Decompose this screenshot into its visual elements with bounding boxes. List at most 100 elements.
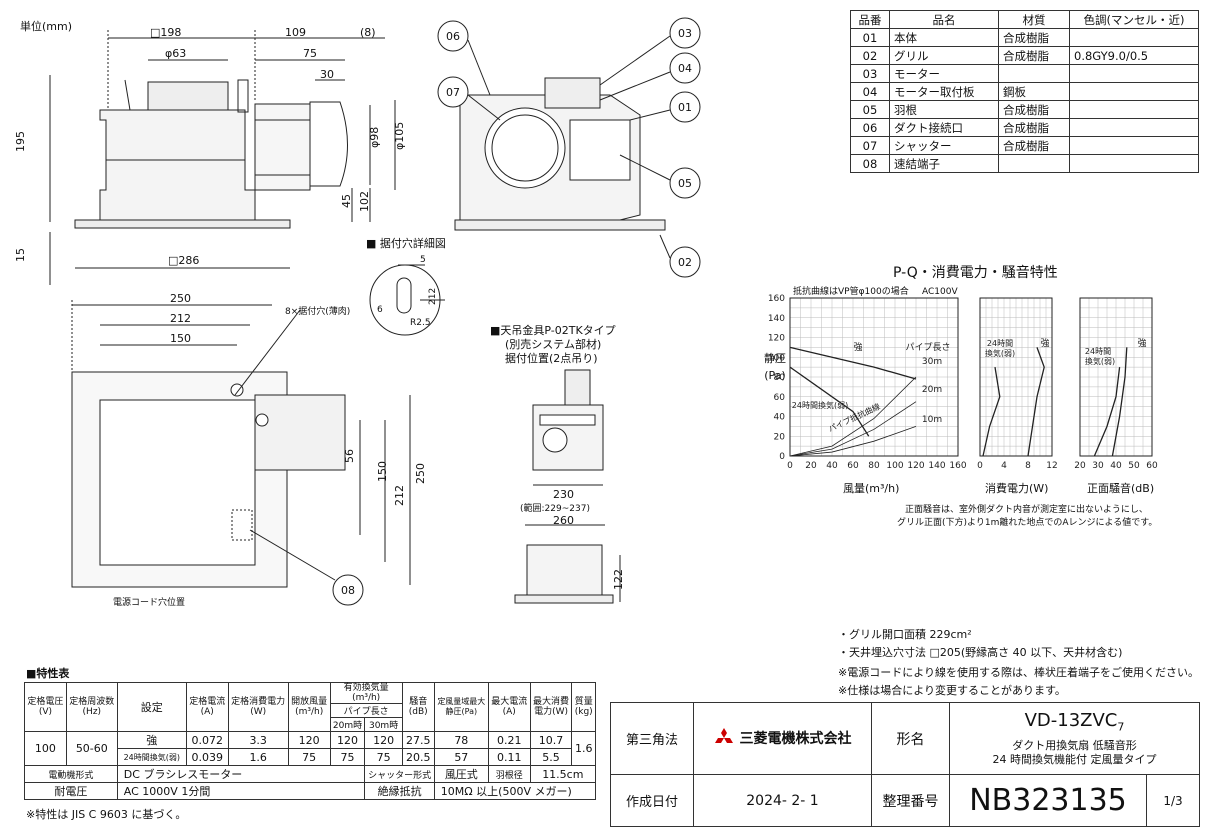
hanger-260: 260 bbox=[553, 514, 574, 527]
spec-r2-mp: 5.5 bbox=[529, 748, 573, 766]
chart-footnote-2: グリル正面(下方)より1m離れた地点でのAレンジによる値です。 bbox=[897, 518, 1158, 528]
resistance-curve bbox=[789, 376, 917, 457]
dim-286: □286 bbox=[168, 254, 200, 267]
hanger-sub: (別売システム部材) bbox=[505, 338, 602, 351]
spec-motor-label: 電動機形式 bbox=[24, 765, 118, 783]
x-tick-label: 120 bbox=[907, 461, 924, 471]
spec-h-rf-u: (Hz) bbox=[82, 707, 102, 717]
pipe-30m-label: 30m bbox=[922, 357, 942, 367]
pipe-10m-label: 10m bbox=[922, 415, 942, 425]
part-material: 合成樹脂 bbox=[998, 136, 1070, 155]
part-color bbox=[1069, 154, 1199, 173]
spec-r2-e20: 75 bbox=[329, 748, 366, 766]
spec-r2-set: 24時間換気(弱) bbox=[116, 748, 187, 766]
x-tick-label: 30 bbox=[1092, 461, 1104, 471]
part-name: 羽根 bbox=[889, 100, 999, 119]
series-line bbox=[789, 346, 917, 380]
spec-h-p30: 30m時 bbox=[364, 717, 403, 732]
series-line bbox=[1093, 367, 1121, 457]
spec-r2-rp: 1.6 bbox=[227, 748, 289, 766]
callout-08: 08 bbox=[341, 584, 355, 597]
spec-r2-e30: 75 bbox=[364, 748, 403, 766]
hole-detail-title: ■ 据付穴詳細図 bbox=[366, 237, 446, 250]
spec-r1-sp: 78 bbox=[433, 731, 489, 749]
y-tick-label: 20 bbox=[774, 432, 786, 442]
model-desc-1: ダクト用換気扇 低騒音形 bbox=[1012, 738, 1137, 752]
legend-strong: 強 bbox=[853, 341, 862, 353]
spec-r1-e30: 120 bbox=[364, 731, 403, 749]
spec-shutter-label: シャッター形式 bbox=[364, 765, 435, 783]
spec-r2-of: 75 bbox=[287, 748, 331, 766]
part-color: 0.8GY9.0/0.5 bbox=[1069, 46, 1199, 65]
legend-weak: 24時間換気(弱) bbox=[792, 400, 848, 410]
spec-r2-n: 20.5 bbox=[401, 748, 435, 766]
spec-h-rv: 定格電圧 bbox=[27, 697, 64, 707]
spec-r1-mc: 0.21 bbox=[487, 731, 531, 749]
hole-dim-5: 5 bbox=[420, 255, 426, 265]
spec-title: ■特性表 bbox=[26, 667, 70, 680]
unit-label: 単位(mm) bbox=[20, 20, 73, 33]
document-number: NB323135 bbox=[949, 774, 1147, 827]
x-tick-label: 20 bbox=[805, 461, 817, 471]
chart-xlabel-pq: 風量(m³/h) bbox=[843, 482, 900, 495]
x-tick-label: 60 bbox=[1146, 461, 1158, 471]
spec-h-set: 設定 bbox=[116, 682, 187, 732]
part-name: ダクト接続口 bbox=[889, 118, 999, 137]
spec-h-sp2: 静圧(Pa) bbox=[445, 707, 478, 716]
pipe-20m-label: 20m bbox=[922, 385, 942, 395]
note-1: ・グリル開口面積 229cm² bbox=[838, 628, 972, 641]
spec-h-pipe: パイプ長さ bbox=[329, 703, 403, 718]
legend-strong-power: 強 bbox=[1040, 337, 1049, 349]
spec-h-rc: 定格電流 bbox=[189, 697, 226, 707]
resistance-curve bbox=[789, 401, 917, 457]
spec-h-of-u: (m³/h) bbox=[295, 707, 324, 717]
chart-footnote-1: 正面騒音は、室外側ダクト内音が測定室に出ないようにし、 bbox=[905, 505, 1148, 515]
pipe-length-label: パイプ長さ bbox=[905, 342, 950, 353]
spec-shutter-value: 風圧式 bbox=[433, 765, 489, 783]
dim-75: 75 bbox=[303, 47, 317, 60]
legend-weak-power-2: 換気(弱) bbox=[985, 348, 1015, 358]
spec-h-rv-u: (V) bbox=[38, 707, 52, 717]
part-name: 速結端子 bbox=[889, 154, 999, 173]
spec-blade-label: 羽根径 bbox=[487, 765, 531, 783]
x-tick-label: 4 bbox=[1001, 461, 1007, 471]
spec-wv-value: AC 1000V 1分間 bbox=[116, 782, 366, 800]
x-tick-label: 80 bbox=[868, 461, 880, 471]
parts-h-color: 色調(マンセル・近) bbox=[1069, 10, 1199, 29]
number-label: 整理番号 bbox=[871, 774, 950, 827]
spec-ins-value: 10MΩ 以上(500V メガー) bbox=[433, 782, 597, 800]
callout-06: 06 bbox=[446, 30, 460, 43]
dim-8: (8) bbox=[360, 26, 376, 39]
x-tick-label: 60 bbox=[847, 461, 859, 471]
model-name: VD-13ZVC bbox=[1024, 710, 1118, 732]
spec-h-mp2: 電力(W) bbox=[534, 707, 568, 717]
hanger-range: (範囲:229~237) bbox=[520, 504, 590, 514]
dim-30: 30 bbox=[320, 68, 334, 81]
part-material: 合成樹脂 bbox=[998, 46, 1070, 65]
spec-r1-e20: 120 bbox=[329, 731, 366, 749]
x-tick-label: 12 bbox=[1046, 461, 1057, 471]
spec-table: 定格電圧(V) 定格周波数(Hz) 設定 定格電流(A) 定格消費電力(W) 開… bbox=[24, 682, 597, 800]
y-tick-label: 60 bbox=[774, 393, 786, 403]
spec-r1-mp: 10.7 bbox=[529, 731, 573, 749]
spec-h-rp-u: (W) bbox=[250, 707, 267, 717]
spec-r2-rc: 0.039 bbox=[185, 748, 229, 766]
y-tick-label: 0 bbox=[779, 452, 785, 462]
spec-r1-set: 強 bbox=[116, 731, 187, 749]
spec-r1-rp: 3.3 bbox=[227, 731, 289, 749]
x-tick-label: 40 bbox=[826, 461, 838, 471]
x-tick-label: 100 bbox=[886, 461, 903, 471]
projection-label: 第三角法 bbox=[610, 702, 694, 775]
spec-h-sp: 定風量域最大 bbox=[437, 697, 486, 706]
parts-header: 品番 品名 材質 色調(マンセル・近) bbox=[850, 10, 1199, 29]
y-tick-label: 40 bbox=[774, 413, 786, 423]
cord-note: 電源コード穴位置 bbox=[113, 598, 186, 608]
form-label: 形名 bbox=[871, 702, 950, 775]
chart-title: P-Q・消費電力・騒音特性 bbox=[893, 265, 1058, 281]
chart-xlabel-power: 消費電力(W) bbox=[985, 482, 1049, 495]
title-block: 第三角法 三菱電機株式会社 形名 VD-13ZVC7 ダクト用換気扇 低騒音形 … bbox=[610, 702, 1200, 827]
